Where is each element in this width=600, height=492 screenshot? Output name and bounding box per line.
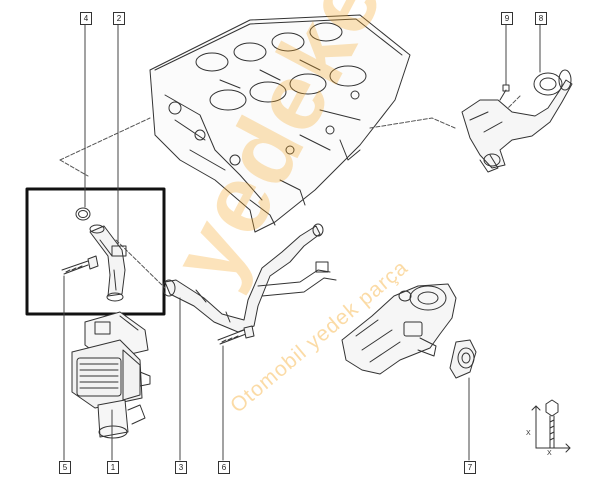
seal-ring xyxy=(75,207,91,221)
callout-2: 2 xyxy=(113,12,125,25)
callout-3: 3 xyxy=(175,461,187,474)
legend-bolt-icon xyxy=(531,399,571,453)
legend-mark-vertical: X xyxy=(526,430,531,437)
leader-lines xyxy=(63,23,541,461)
callout-8: 8 xyxy=(535,12,547,25)
oil-cooler-housing xyxy=(71,311,151,439)
callout-6: 6 xyxy=(218,461,230,474)
coolant-pipe xyxy=(162,223,337,333)
coolant-fitting xyxy=(89,224,127,302)
callout-5: 5 xyxy=(59,461,71,474)
bolt-left xyxy=(61,255,99,275)
engine-block xyxy=(149,14,411,233)
bolt-right xyxy=(217,325,255,345)
upper-hose-assembly xyxy=(461,69,573,173)
thermostat-housing xyxy=(341,283,477,379)
assembly-lines xyxy=(59,95,521,289)
highlight-frame xyxy=(25,187,166,316)
callout-1: 1 xyxy=(107,461,119,474)
callout-4: 4 xyxy=(80,12,92,25)
callout-9: 9 xyxy=(501,12,513,25)
legend-mark-horizontal: X xyxy=(547,450,552,457)
callout-7: 7 xyxy=(464,461,476,474)
